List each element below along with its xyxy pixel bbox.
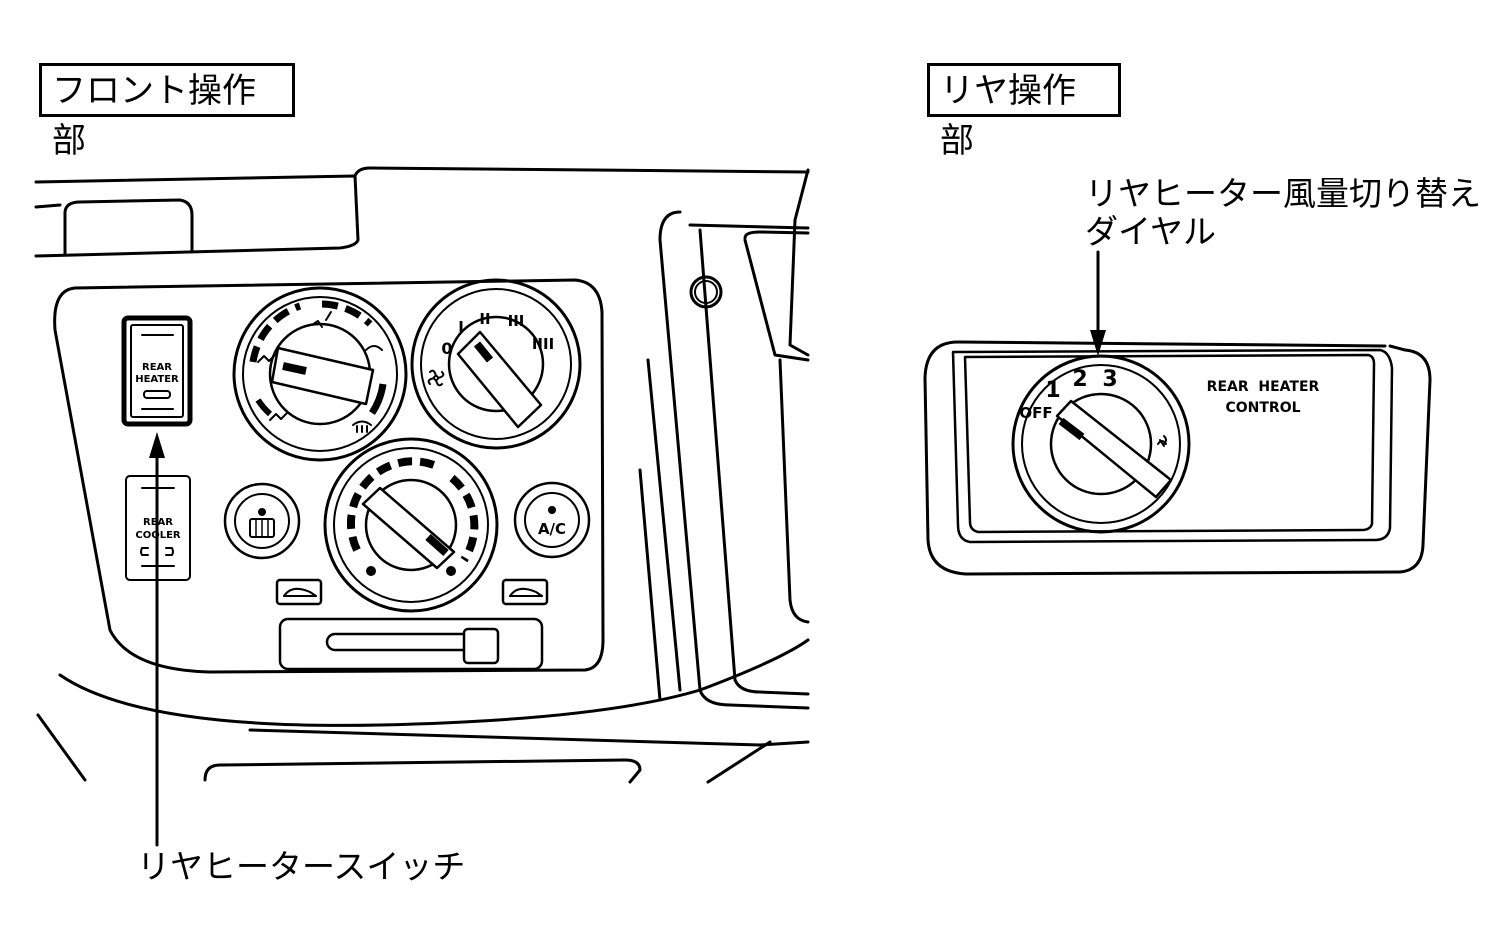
dial-callout-label-2: ダイヤル bbox=[1085, 212, 1217, 251]
console-knob bbox=[689, 275, 723, 309]
rear-panel-label-2: CONTROL bbox=[1225, 400, 1300, 416]
recirculation-button[interactable] bbox=[501, 578, 549, 606]
front-control-panel bbox=[53, 278, 605, 674]
fan-mark-3: III bbox=[508, 312, 525, 330]
switch-callout-label: リヤヒータースイッチ bbox=[137, 847, 466, 886]
rear-dial-2-label: 2 bbox=[1072, 367, 1087, 392]
fan-mark-1: I bbox=[458, 318, 464, 336]
rear-cooler-switch-label-1: REAR bbox=[143, 517, 173, 528]
rear-dial-1-label: 1 bbox=[1045, 378, 1060, 403]
air-mix-slider[interactable] bbox=[278, 617, 544, 671]
dial-callout-arrow bbox=[1090, 250, 1106, 356]
console-outline bbox=[638, 168, 810, 710]
rear-heater-switch-label-2: HEATER bbox=[135, 374, 179, 385]
rear-heater-switch-label-1: REAR bbox=[142, 362, 172, 373]
fan-mark-4: IIII bbox=[532, 335, 554, 353]
dashboard-outline bbox=[34, 166, 810, 784]
dial-callout-label-1: リヤヒーター風量切り替え bbox=[1085, 174, 1481, 213]
rear-control-panel bbox=[923, 340, 1432, 576]
rear-panel-label-1: REAR HEATER bbox=[1207, 379, 1320, 395]
ac-button-label: A/C bbox=[538, 520, 566, 538]
mode-dial[interactable] bbox=[232, 286, 408, 462]
rear-section-title: リヤ操作部 bbox=[927, 63, 1121, 161]
rear-cooler-switch-label-2: COOLER bbox=[135, 530, 181, 541]
fan-icon bbox=[427, 369, 445, 387]
fan-mark-0: 0 bbox=[441, 339, 452, 358]
temperature-dial[interactable] bbox=[323, 437, 499, 613]
ac-button[interactable] bbox=[513, 481, 591, 559]
front-fan-dial[interactable] bbox=[410, 278, 582, 450]
rear-dial-off-label: OFF bbox=[1019, 404, 1052, 422]
front-section-title: フロント操作部 bbox=[39, 63, 295, 161]
switch-callout-arrow bbox=[149, 432, 165, 847]
rear-fan-icon bbox=[1157, 435, 1167, 447]
fan-mark-2: II bbox=[479, 310, 490, 328]
rear-heater-switch[interactable] bbox=[121, 315, 193, 427]
fresh-air-button[interactable] bbox=[275, 578, 323, 606]
rear-defrost-button[interactable] bbox=[223, 482, 301, 560]
rear-fan-dial[interactable] bbox=[1011, 354, 1191, 534]
rear-dial-3-label: 3 bbox=[1102, 367, 1117, 392]
